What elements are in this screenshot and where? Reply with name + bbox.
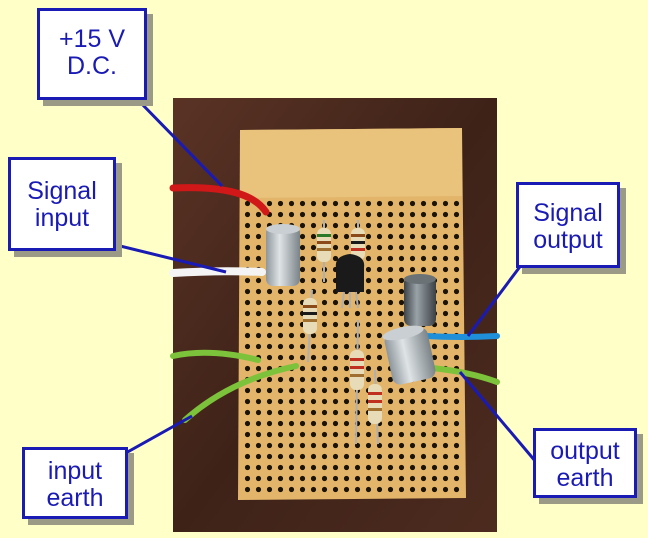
label-output-earth-line1: output (550, 437, 620, 465)
transistor (335, 254, 365, 309)
red-wire (169, 184, 270, 216)
pointer-line-signal-output (466, 263, 524, 337)
capacitor (382, 325, 436, 385)
resistor (350, 319, 364, 445)
label-signal-output: Signal output (516, 182, 620, 268)
capacitor (266, 224, 300, 286)
label-power-line2: D.C. (67, 52, 117, 80)
resistor (368, 369, 382, 445)
label-signal-input: Signal input (8, 157, 116, 251)
resistor (303, 289, 317, 363)
label-power-line1: +15 V (58, 25, 126, 53)
pointer-line-output-earth (458, 371, 538, 463)
label-signal-output-line1: Signal (533, 199, 603, 227)
resistor (317, 220, 331, 282)
green-wire-output (429, 365, 500, 385)
label-input-earth-line1: input (47, 457, 103, 485)
pointer-line-input-earth (123, 414, 193, 456)
pointer-line-power (136, 98, 224, 188)
capacitor (404, 274, 436, 326)
stripboard (238, 128, 466, 500)
label-input-earth-line2: earth (46, 484, 104, 512)
pointer-line-signal-input (111, 242, 227, 274)
white-wire (169, 267, 266, 277)
label-input-earth: input earth (22, 447, 128, 519)
label-signal-output-line2: output (533, 226, 603, 254)
label-signal-input-line2: input (34, 204, 90, 232)
label-output-earth-line2: earth (556, 464, 614, 492)
label-signal-input-line1: Signal (27, 177, 97, 205)
blue-wire (423, 333, 500, 340)
green-wire-input-2 (182, 363, 299, 423)
label-output-earth: output earth (533, 428, 637, 498)
green-wire-input (170, 349, 261, 363)
label-power: +15 V D.C. (37, 8, 147, 100)
